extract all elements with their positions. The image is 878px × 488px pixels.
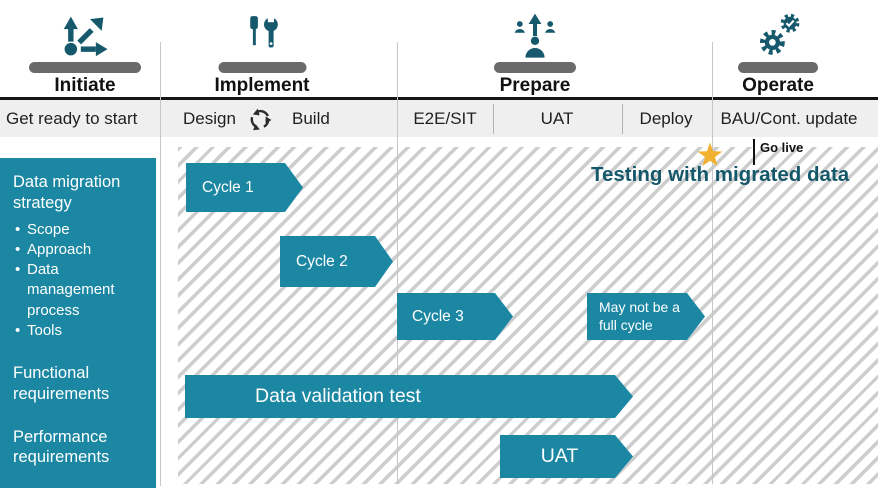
subphase-uat: UAT — [540, 108, 574, 128]
subphase-band — [0, 100, 878, 137]
sidebar-strategy-title: Data migration strategy — [13, 173, 121, 212]
go-live-marker-line — [753, 139, 755, 165]
phase-initiate: Initiate — [29, 10, 141, 97]
phase-label: Operate — [742, 75, 814, 96]
phase-label: Initiate — [54, 75, 116, 96]
phase-implement: Implement — [214, 10, 310, 97]
tools-icon — [239, 10, 285, 60]
subphase-deploy: Deploy — [639, 108, 693, 128]
testing-annotation: Testing with migrated data — [591, 163, 850, 186]
phase-label: Prepare — [499, 75, 571, 96]
phase-pedestal — [29, 62, 141, 73]
iteration-cycle-icon — [247, 100, 273, 137]
hatched-plan-area — [178, 147, 878, 484]
subphase-get-ready: Get ready to start — [6, 108, 138, 128]
bar-cycle-2: Cycle 2 — [280, 236, 393, 287]
band-divider — [493, 104, 494, 134]
phase-pedestal — [738, 62, 818, 73]
sidebar-performance-requirements: Performance requirements — [13, 427, 110, 467]
go-live-label: Go live — [760, 140, 804, 155]
list-item: Approach — [13, 240, 146, 261]
people-arrow-icon — [510, 10, 560, 60]
bar-partial-cycle: May not be a full cycle — [587, 293, 705, 340]
sidebar-workstreams: Data migration strategy Scope Approach D… — [0, 158, 156, 488]
phase-separator-line — [397, 42, 398, 484]
subphase-bau: BAU/Cont. update — [720, 108, 858, 128]
sidebar-strategy-list: Scope Approach Data management process T… — [13, 220, 146, 342]
star-icon — [696, 142, 724, 174]
phase-operate: Operate — [738, 10, 818, 97]
subphase-e2e-sit: E2E/SIT — [413, 108, 477, 128]
bar-data-validation-test: Data validation test — [185, 375, 633, 418]
gears-check-icon — [754, 10, 802, 60]
list-item: Data management process — [13, 260, 146, 321]
phase-separator-line — [160, 42, 161, 486]
list-item: Tools — [13, 321, 146, 342]
bar-uat: UAT — [500, 435, 633, 478]
phase-prepare: Prepare — [494, 10, 576, 97]
subphase-build: Build — [292, 108, 330, 128]
sidebar-functional-requirements: Functional requirements — [13, 364, 110, 403]
bar-label: May not be a full cycle — [599, 299, 680, 333]
phase-pedestal — [218, 62, 306, 73]
list-item: Scope — [13, 220, 146, 241]
phase-label: Implement — [214, 75, 310, 96]
bar-cycle-3: Cycle 3 — [397, 293, 513, 340]
bar-cycle-1: Cycle 1 — [186, 163, 303, 212]
band-divider — [622, 104, 623, 134]
subphase-design: Design — [183, 108, 236, 128]
phase-separator-line — [712, 42, 713, 484]
phase-pedestal — [494, 62, 576, 73]
branch-arrows-icon — [59, 10, 111, 60]
header-divider-rule — [0, 97, 878, 100]
